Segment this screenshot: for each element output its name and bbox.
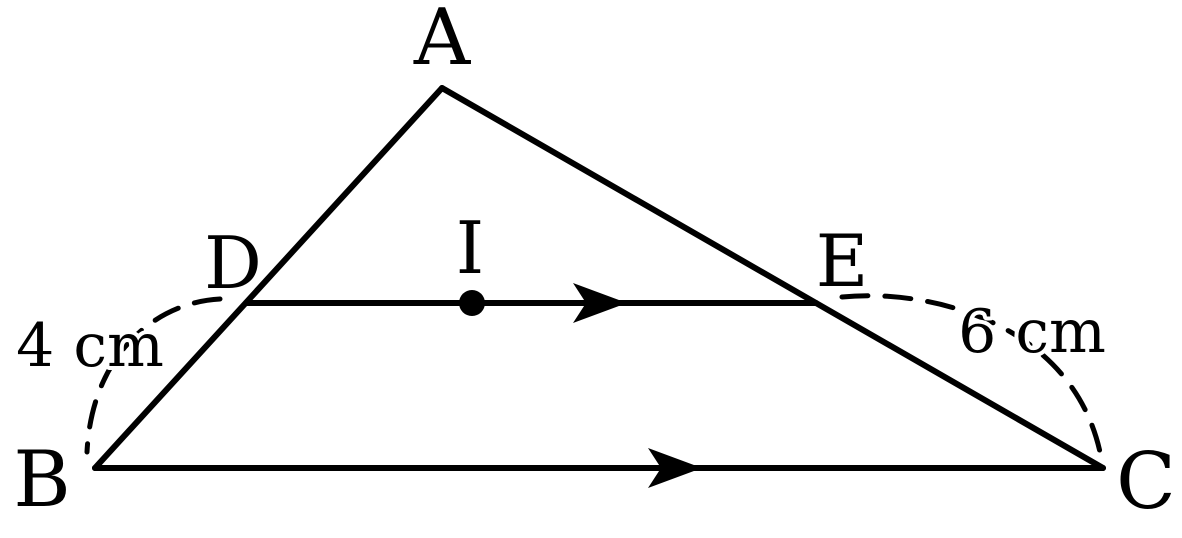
measurement-BD-label: 4 cm (16, 311, 164, 381)
point-D-label: D (204, 221, 262, 305)
vertex-B-label: B (13, 435, 70, 525)
vertex-C-label: C (1116, 437, 1176, 527)
parallel-arrow-BC (648, 448, 702, 488)
point-E-label: E (816, 219, 869, 303)
point-I-label: I (456, 206, 484, 290)
measure-arc-EC (839, 293, 1103, 455)
side-AC (439, 85, 1106, 471)
parallel-arrow-DE (573, 283, 627, 323)
vertex-A-label: A (413, 0, 472, 83)
measure-arc-BD (84, 296, 223, 455)
measurement-EC-label: 6 cm (958, 297, 1106, 367)
side-AB (92, 85, 445, 471)
point-I-dot (459, 290, 485, 316)
